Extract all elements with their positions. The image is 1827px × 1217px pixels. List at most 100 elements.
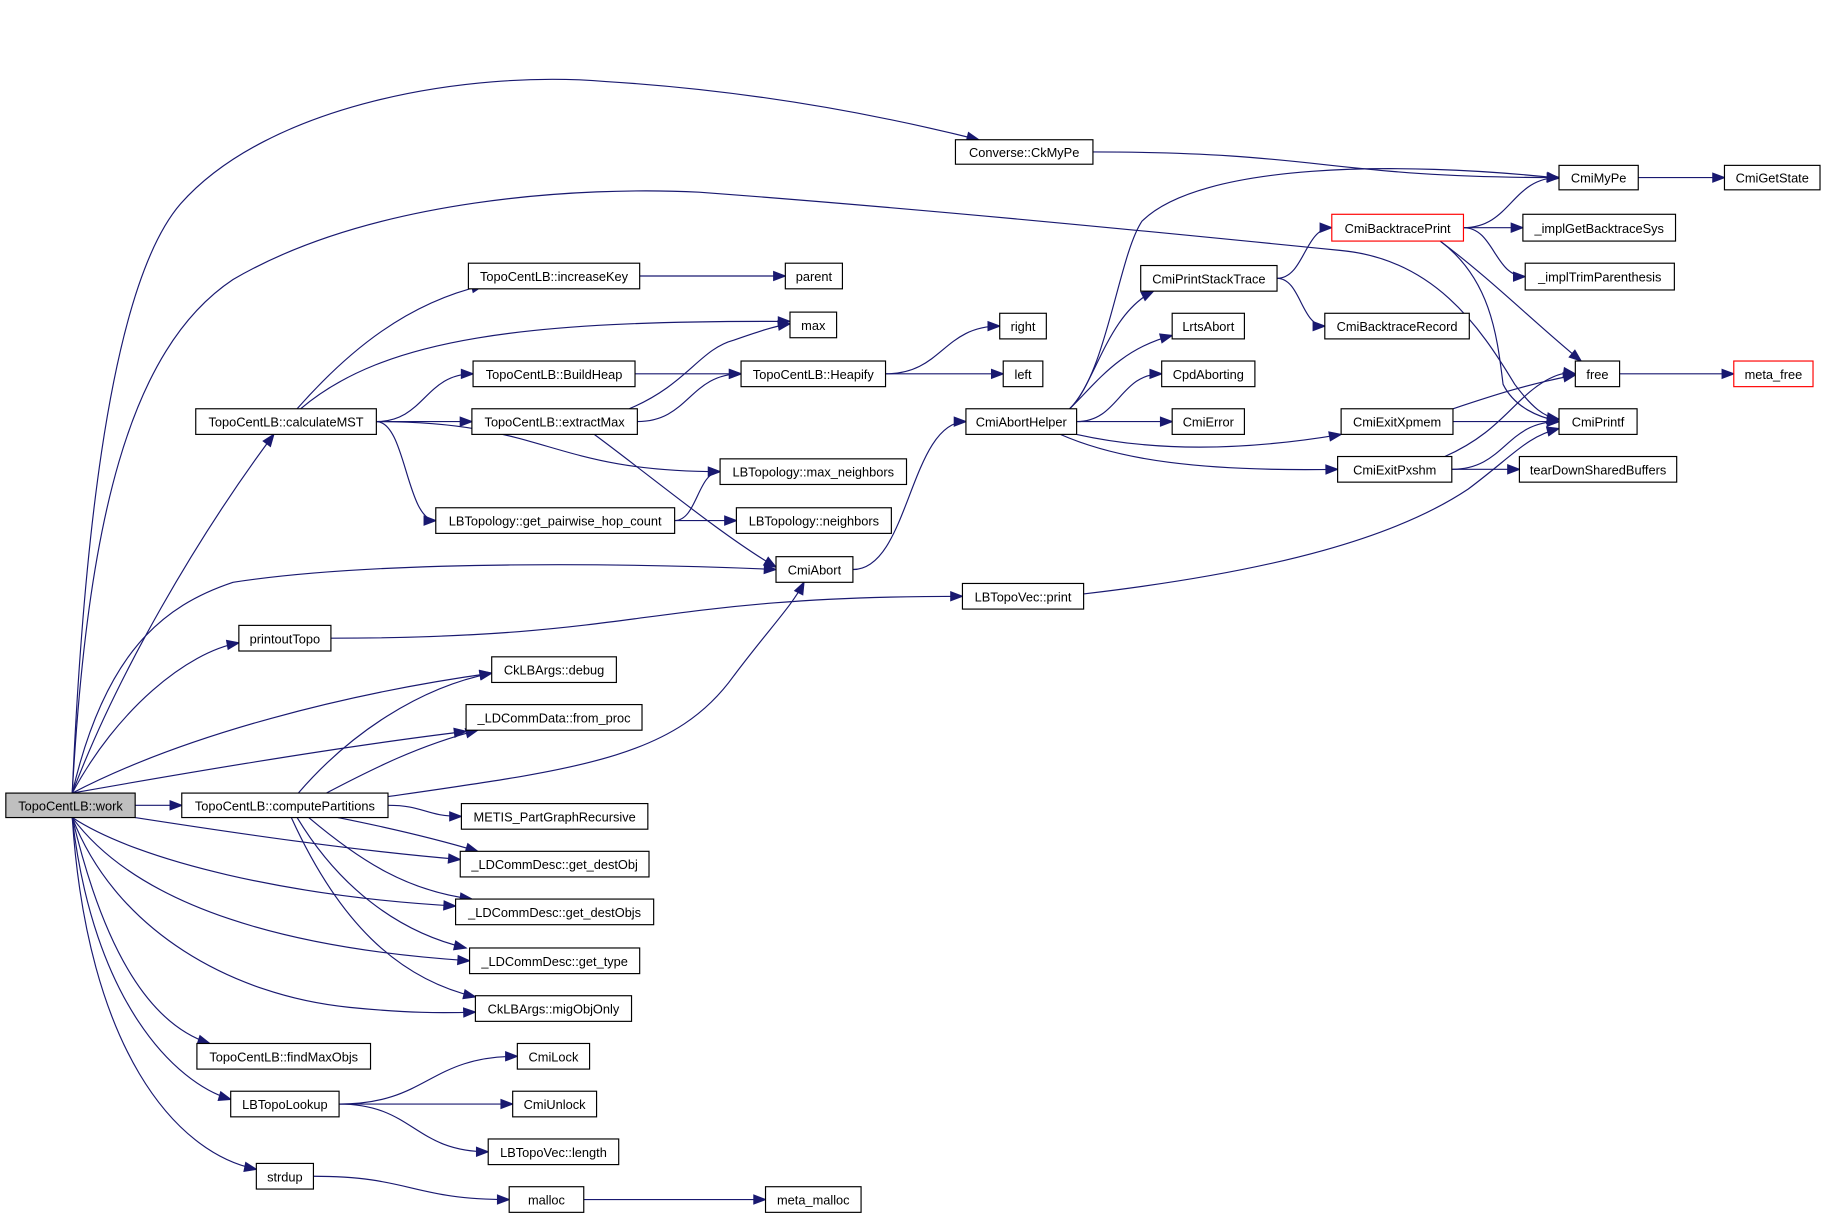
node-trimparen[interactable]: _implTrimParenthesis (1524, 262, 1675, 291)
node-box[interactable] (775, 556, 854, 583)
node-findmaxobjs[interactable]: TopoCentLB::findMaxObjs (196, 1042, 372, 1070)
node-box[interactable] (460, 802, 649, 830)
node-box[interactable] (1733, 360, 1814, 388)
node-box[interactable] (472, 360, 636, 388)
node-box[interactable] (1524, 262, 1675, 291)
node-box[interactable] (764, 1186, 862, 1213)
node-buildheap[interactable]: TopoCentLB::BuildHeap (472, 360, 636, 388)
node-exitxpmem[interactable]: CmiExitXpmem (1340, 408, 1454, 435)
node-metis[interactable]: METIS_PartGraphRecursive (460, 802, 649, 830)
node-box[interactable] (238, 624, 332, 652)
node-cmigetstate[interactable]: CmiGetState (1723, 164, 1821, 191)
node-box[interactable] (512, 1090, 598, 1118)
node-cpdaborting[interactable]: CpdAborting (1161, 360, 1256, 388)
node-box[interactable] (459, 850, 650, 878)
node-computepartitions[interactable]: TopoCentLB::computePartitions (181, 792, 389, 819)
node-gettype[interactable]: _LDCommDesc::get_type (468, 947, 641, 975)
node-box[interactable] (474, 995, 633, 1022)
node-box[interactable] (467, 262, 641, 290)
node-printouttopo[interactable]: printoutTopo (238, 624, 332, 652)
node-box[interactable] (1723, 164, 1821, 191)
node-box[interactable] (468, 947, 641, 975)
node-box[interactable] (1522, 213, 1677, 242)
node-box[interactable] (999, 312, 1047, 340)
node-box[interactable] (508, 1186, 585, 1213)
node-parent[interactable]: parent (784, 262, 844, 290)
node-cmilock[interactable]: CmiLock (516, 1042, 591, 1070)
node-box[interactable] (471, 408, 638, 435)
node-strdup[interactable]: strdup (255, 1162, 315, 1190)
node-box[interactable] (1331, 213, 1465, 242)
node-work[interactable]: TopoCentLB::work (5, 792, 136, 819)
node-box[interactable] (516, 1042, 591, 1070)
node-box[interactable] (230, 1090, 340, 1118)
node-debug[interactable]: CkLBArgs::debug (491, 656, 617, 684)
node-metamalloc[interactable]: meta_malloc (764, 1186, 862, 1213)
node-box[interactable] (491, 656, 617, 684)
node-heapify[interactable]: TopoCentLB::Heapify (740, 360, 887, 388)
node-neighbors[interactable]: LBTopology::neighbors (735, 507, 892, 534)
node-cmimype[interactable]: CmiMyPe (1558, 164, 1639, 191)
node-hopcount[interactable]: LBTopology::get_pairwise_hop_count (435, 507, 676, 534)
node-box[interactable] (740, 360, 887, 388)
node-teardown[interactable]: tearDownSharedBuffers (1518, 455, 1678, 483)
node-box[interactable] (1574, 360, 1621, 388)
node-maxneighbors[interactable]: LBTopology::max_neighbors (719, 458, 908, 486)
node-aborthelper[interactable]: CmiAbortHelper (965, 408, 1078, 435)
node-box[interactable] (1558, 408, 1638, 435)
node-box[interactable] (1161, 360, 1256, 388)
node-topovecprint[interactable]: LBTopoVec::print (961, 582, 1085, 610)
node-box[interactable] (719, 458, 908, 486)
node-left[interactable]: left (1002, 360, 1044, 388)
node-cmiabort[interactable]: CmiAbort (775, 556, 854, 583)
node-box[interactable] (455, 898, 655, 926)
node-box[interactable] (435, 507, 676, 534)
node-box[interactable] (1171, 408, 1245, 435)
node-exitpxshm[interactable]: CmiExitPxshm (1337, 455, 1453, 483)
node-printstacktrace[interactable]: CmiPrintStackTrace (1140, 264, 1278, 292)
node-lrtsabort[interactable]: LrtsAbort (1171, 312, 1245, 340)
node-max[interactable]: max (789, 311, 838, 339)
node-box[interactable] (784, 262, 844, 290)
node-cmierror[interactable]: CmiError (1171, 408, 1245, 435)
node-box[interactable] (181, 792, 389, 819)
node-right[interactable]: right (999, 312, 1047, 340)
node-box[interactable] (255, 1162, 315, 1190)
node-box[interactable] (487, 1138, 620, 1166)
node-metafree[interactable]: meta_free (1733, 360, 1814, 388)
node-getdestobj[interactable]: _LDCommDesc::get_destObj (459, 850, 650, 878)
node-box[interactable] (1171, 312, 1245, 340)
node-getdestobjs[interactable]: _LDCommDesc::get_destObjs (455, 898, 655, 926)
node-box[interactable] (961, 582, 1085, 610)
node-migobjonly[interactable]: CkLBArgs::migObjOnly (474, 995, 633, 1022)
node-increasekey[interactable]: TopoCentLB::increaseKey (467, 262, 641, 290)
node-box[interactable] (1140, 264, 1278, 292)
node-topoveclength[interactable]: LBTopoVec::length (487, 1138, 620, 1166)
node-ckmype[interactable]: Converse::CkMyPe (954, 139, 1094, 165)
node-box[interactable] (954, 139, 1094, 165)
node-box[interactable] (1337, 455, 1453, 483)
node-box[interactable] (965, 408, 1078, 435)
node-box[interactable] (465, 703, 643, 731)
node-calculatemst[interactable]: TopoCentLB::calculateMST (195, 408, 377, 435)
node-box[interactable] (1340, 408, 1454, 435)
node-extractmax[interactable]: TopoCentLB::extractMax (471, 408, 638, 435)
node-cmiunlock[interactable]: CmiUnlock (512, 1090, 598, 1118)
node-getbacktracesys[interactable]: _implGetBacktraceSys (1522, 213, 1677, 242)
node-box[interactable] (5, 792, 136, 819)
node-backtraceprint[interactable]: CmiBacktracePrint (1331, 213, 1465, 242)
node-box[interactable] (195, 408, 377, 435)
node-box[interactable] (789, 311, 838, 339)
node-malloc[interactable]: malloc (508, 1186, 585, 1213)
node-fromproc[interactable]: _LDCommData::from_proc (465, 703, 643, 731)
node-cmiprintf[interactable]: CmiPrintf (1558, 408, 1638, 435)
node-box[interactable] (1324, 312, 1470, 340)
node-box[interactable] (1518, 455, 1678, 483)
node-box[interactable] (1558, 164, 1639, 191)
node-free[interactable]: free (1574, 360, 1621, 388)
node-topolookup[interactable]: LBTopoLookup (230, 1090, 340, 1118)
node-backtracerecord[interactable]: CmiBacktraceRecord (1324, 312, 1470, 340)
node-box[interactable] (196, 1042, 372, 1070)
node-box[interactable] (1002, 360, 1044, 388)
node-box[interactable] (735, 507, 892, 534)
